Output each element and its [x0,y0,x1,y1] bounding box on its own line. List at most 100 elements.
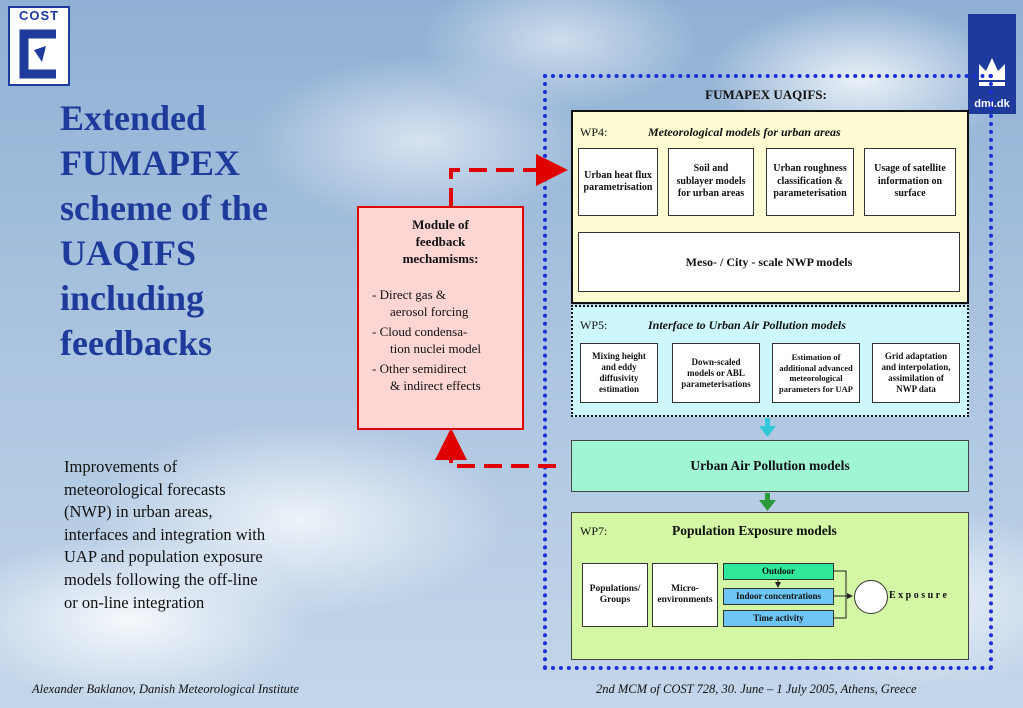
feedback-out-arrow [449,154,568,206]
description-line: interfaces and integration with [64,524,266,544]
exposure-label: E x p o s u r e [889,590,947,601]
title-line: including [60,278,205,318]
outdoor-label: Outdoor [761,566,795,576]
populations-box: Populations/Groups [582,563,648,627]
description-line: meteorological forecasts [64,479,226,499]
box-line: information on [877,175,943,187]
box-line: Soil and [693,163,729,175]
wp5-label: WP5: [580,318,608,332]
box-line: and eddy [601,362,637,372]
wp4-label: WP4: [580,125,608,139]
wp5-to-uap-arrow [759,418,776,437]
wp7-title: Population Exposure models [672,523,837,538]
wp5-title: Interface to Urban Air Pollution models [648,318,846,332]
wp4-title: Meteorological models for urban areas [648,125,841,139]
feedback-item-line: - Direct gas & [372,287,447,302]
uaqifs-title: FUMAPEX UAQIFS: [705,87,827,102]
feedback-item-line: - Cloud condensa- [372,324,468,339]
box-line: estimation [598,384,639,394]
cost-emblem-icon [19,29,56,79]
box-line: Micro- [671,584,699,594]
box-line: Urban heat flux [584,169,652,181]
feedback-items: - Direct gas & aerosol forcing - Cloud c… [372,287,522,394]
footer-author: Alexander Baklanov, Danish Meteorologica… [32,682,299,696]
cost-logo: COST [8,6,70,86]
box-line: Groups [599,595,631,605]
time-activity-label: Time activity [753,613,804,623]
box-line: meteorological [789,373,843,383]
box-line: parametrisation [583,182,653,193]
feedback-title-line: mechamisms: [402,251,479,266]
box-line: Urban roughness [773,163,847,175]
uap-models-box: Urban Air Pollution models [571,440,969,492]
feedback-item-line: - Other semidirect [372,361,467,376]
feedback-item-line: tion nuclei model [390,340,481,356]
outdoor-box: Outdoor [723,563,834,580]
box-line: Grid adaptation [884,351,948,361]
box-line: parameters for UAP [779,383,853,394]
box-line: NWP data [896,384,936,394]
description-line: models following the off-line [64,569,258,589]
feedback-module-box [357,206,524,430]
box-line: sublayer models [676,175,746,187]
page-title: Extended FUMAPEX scheme of the UAQIFS in… [60,96,360,366]
description-line: Improvements of [64,457,178,476]
feedback-title-line: feedback [415,234,466,249]
exposure-node [854,580,888,614]
box-line: Down-scaled [691,356,741,367]
description-line: or on-line integration [64,592,205,612]
title-line: feedbacks [60,323,212,363]
feedback-in-arrow [435,428,556,468]
title-line: Extended [60,98,207,138]
box-line: Usage of satellite [874,163,946,175]
feedback-title-line: Module of [412,217,469,232]
nwp-models-label: Meso- / City - scale NWP models [685,254,853,269]
wp7-label: WP7: [580,524,608,538]
feedback-item: - Other semidirect & indirect effects [372,361,522,394]
description-line: UAP and population exposure [64,547,263,567]
exposure-connectors [834,570,853,619]
box-line: surface [894,188,926,200]
uaqifs-frame [543,74,993,670]
feedback-module-title: Module of feedback mechamisms: [357,216,524,267]
feedback-item-line: & indirect effects [390,377,481,393]
box-line: parameterisation [773,188,847,200]
feedback-item-line: aerosol forcing [390,303,469,319]
box-line: parameterisations [681,378,751,389]
feedback-item: - Direct gas & aerosol forcing [372,287,522,320]
indoor-box: Indoor concentrations [723,588,834,605]
title-line: scheme of the [60,188,268,228]
box-line: additional advanced [779,362,853,373]
micro-environments-box: Micro-environments [652,563,718,627]
indoor-label: Indoor concentrations [735,591,822,601]
box-line: environments [657,595,713,605]
box-line: diffusivity [599,373,639,383]
box-line: Mixing height [592,351,646,361]
title-line: FUMAPEX [60,143,240,183]
box-line: Populations/ [589,584,641,594]
description-text: Improvements of meteorological forecasts… [64,456,334,614]
title-line: UAQIFS [60,233,197,273]
box-line: models or ABL [687,367,745,378]
nwp-models-box: Meso- / City - scale NWP models [578,232,960,292]
uap-to-wp7-arrow [759,493,776,511]
box-line: Estimation of [791,352,841,362]
description-line: (NWP) in urban areas, [64,502,213,522]
uap-models-label: Urban Air Pollution models [690,458,850,473]
box-line: and interpolation, [881,362,951,372]
box-line: assimilation of [888,373,944,383]
cost-logo-text: COST [18,8,60,23]
box-line: classification & [777,175,843,187]
box-line: for urban areas [677,188,745,200]
time-activity-box: Time activity [723,610,834,627]
footer-event: 2nd MCM of COST 728, 30. June – 1 July 2… [596,682,917,696]
